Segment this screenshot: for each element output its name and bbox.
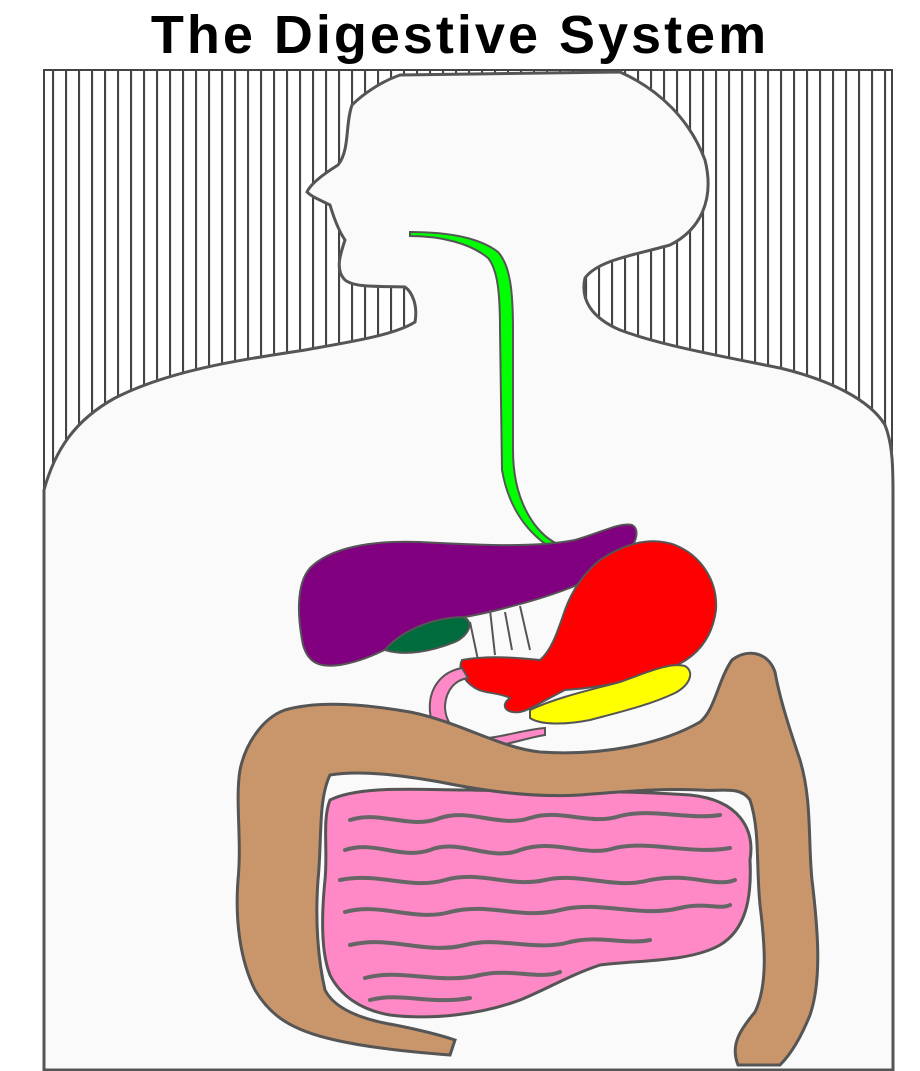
digestive-system-diagram	[0, 0, 920, 1071]
